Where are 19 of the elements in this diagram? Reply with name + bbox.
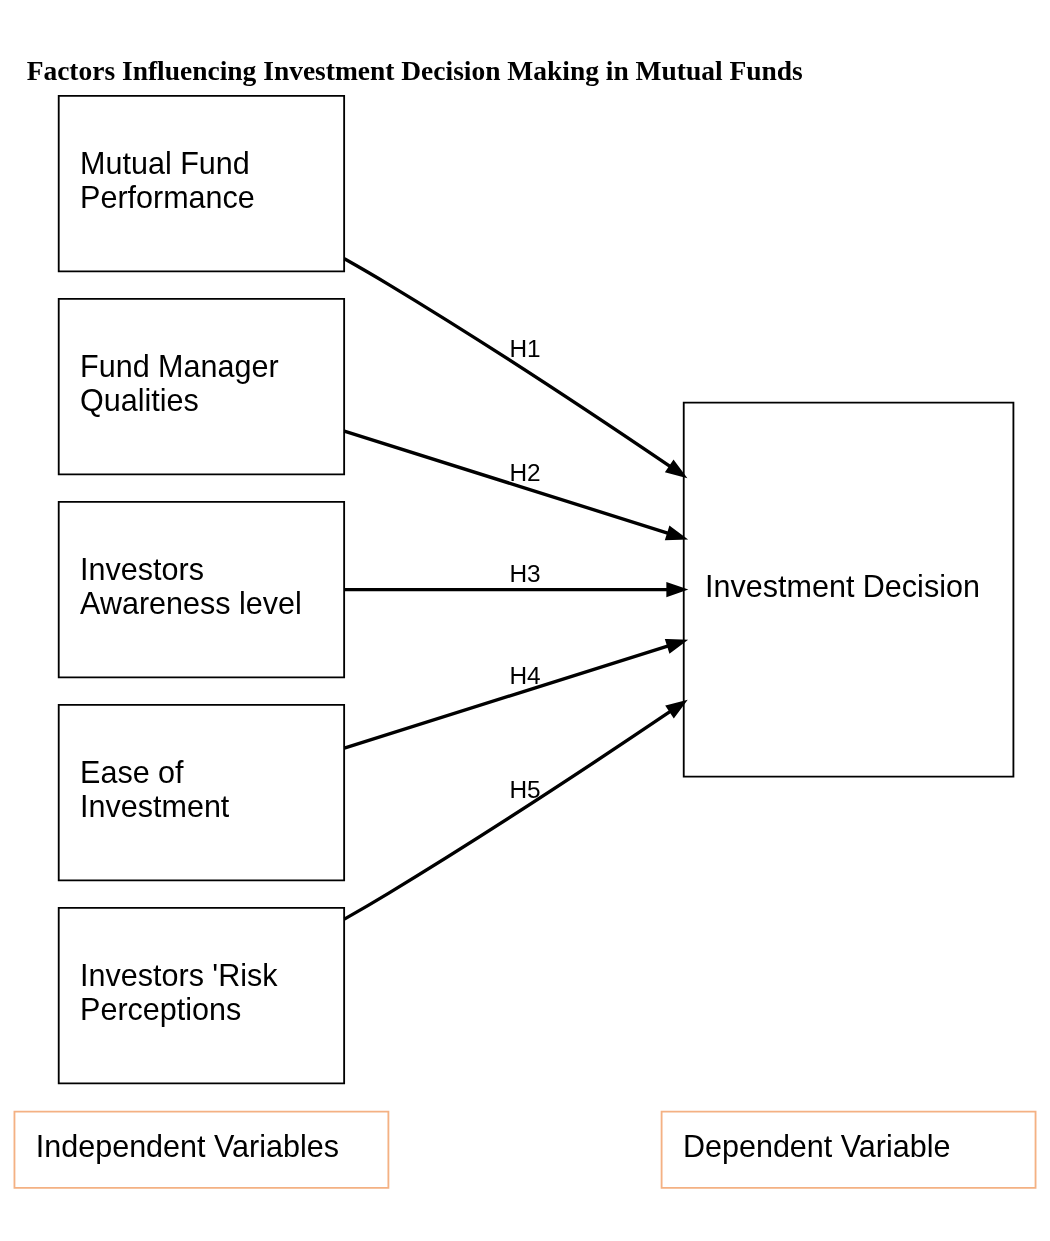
node-box: Mutual Fund Performance — [57, 94, 346, 273]
node-box: Investors 'Risk Perceptions — [57, 906, 346, 1085]
edge-label: H3 — [509, 559, 541, 587]
arrow — [343, 257, 688, 479]
edge-label: H1 — [509, 335, 541, 363]
node-box: Ease of Investment — [57, 703, 346, 882]
edge-label: H4 — [509, 661, 541, 689]
node-box: Investment Decision — [682, 401, 1015, 778]
edge-label: H5 — [509, 776, 541, 804]
diagram-title: Factors Influencing Investment Decision Making in Mutual Funds — [26, 55, 803, 86]
node-box: Independent Variables — [13, 1110, 390, 1189]
arrow — [344, 581, 689, 598]
arrow — [343, 429, 689, 541]
arrow — [343, 699, 688, 921]
edge-label: H2 — [509, 458, 541, 486]
node-box: Investors Awareness level — [57, 500, 346, 679]
node-box: Fund Manager Qualities — [57, 297, 346, 476]
arrow — [343, 638, 689, 750]
node-box: Dependent Variable — [660, 1110, 1037, 1189]
